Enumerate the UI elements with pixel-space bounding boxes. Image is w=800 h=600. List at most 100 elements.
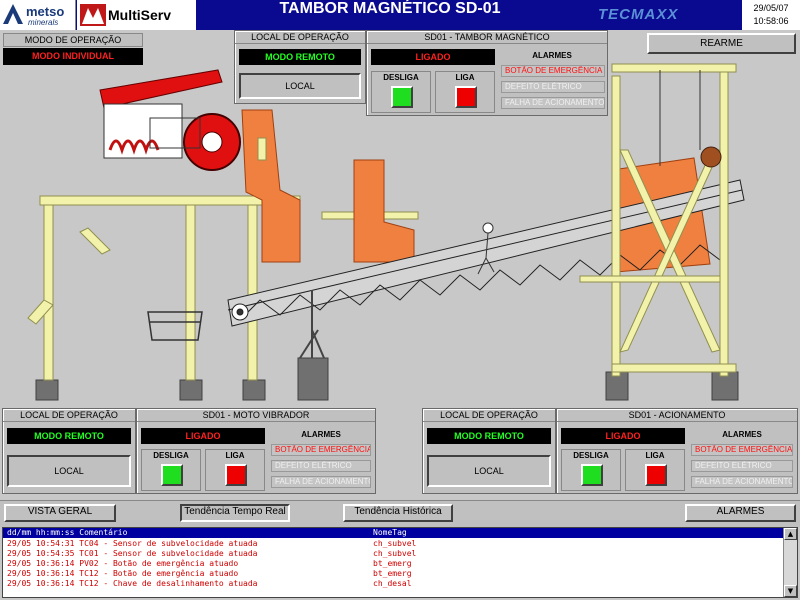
top-tambor-off-button[interactable] xyxy=(391,86,413,108)
process-diagram xyxy=(27,63,745,401)
moto-off-button[interactable] xyxy=(161,464,183,486)
acion-status: LIGADO xyxy=(561,428,685,444)
log-row-comment: 29/05 10:54:31 TC04 - Sensor de subveloc… xyxy=(7,539,258,548)
moto-off-box: DESLIGA xyxy=(141,449,201,491)
log-row-tag: ch_subvel xyxy=(373,549,417,558)
log-row-tag: bt_emerg xyxy=(373,559,412,568)
time-text: 10:58:06 xyxy=(753,16,789,26)
datetime-display: 29/05/07 10:58:06 xyxy=(742,0,800,30)
top-tambor-on-button[interactable] xyxy=(455,86,477,108)
left-local-operation-panel: LOCAL DE OPERAÇÃO MODO REMOTO LOCAL xyxy=(2,408,136,494)
acionamento-panel: SD01 - ACIONAMENTO LIGADO DESLIGA LIGA A… xyxy=(556,408,798,494)
top-tambor-on-label: LIGA xyxy=(455,73,475,82)
log-scrollbar[interactable]: ▲ ▼ xyxy=(783,528,797,597)
moto-alarm-electrical: DEFEITO ELÉTRICO xyxy=(271,460,371,472)
top-local-title: LOCAL DE OPERAÇÃO xyxy=(235,31,365,44)
acion-off-label: DESLIGA xyxy=(573,451,609,460)
conveyor-legs xyxy=(299,290,325,359)
top-tambor-alarms-title: ALARMES xyxy=(532,51,572,60)
moto-off-label: DESLIGA xyxy=(153,451,189,460)
moto-on-box: LIGA xyxy=(205,449,265,491)
moto-alarm-emergency: BOTÃO DE EMERGÊNCIA xyxy=(271,444,371,456)
top-local-status: MODO REMOTO xyxy=(239,49,361,65)
log-header-comment: dd/mm hh:mm:ss Comentário xyxy=(7,528,128,537)
log-row[interactable]: 29/05 10:36:14 TC12 - Chave de desalinha… xyxy=(3,579,784,589)
top-tambor-off-box: DESLIGA xyxy=(371,71,431,113)
moto-alarms-title: ALARMES xyxy=(301,430,341,439)
top-tambor-alarm-drive: FALHA DE ACIONAMENTO xyxy=(501,97,605,109)
acion-on-box: LIGA xyxy=(625,449,685,491)
multiserv-brand-text: MultiServ xyxy=(108,7,172,23)
right-tower-structure xyxy=(579,63,737,377)
right-local-operation-panel: LOCAL DE OPERAÇÃO MODO REMOTO LOCAL xyxy=(422,408,556,494)
operator-figure xyxy=(477,222,495,275)
metso-logo-icon xyxy=(3,4,23,24)
log-row[interactable]: 29/05 10:54:35 TC01 - Sensor de subveloc… xyxy=(3,549,784,559)
log-row-comment: 29/05 10:36:14 TC12 - Chave de desalinha… xyxy=(7,579,258,588)
top-local-operation-panel: LOCAL DE OPERAÇÃO MODO REMOTO LOCAL xyxy=(234,30,366,104)
multiserv-logo-icon xyxy=(80,4,106,26)
tendencia-tempo-real-button[interactable]: Tendência Tempo Real xyxy=(180,504,290,522)
log-row-comment: 29/05 10:36:14 TC12 - Botão de emergênci… xyxy=(7,569,239,578)
metso-brand-text: metso xyxy=(26,4,65,19)
moto-on-label: LIGA xyxy=(225,451,245,460)
top-tambor-title: SD01 - TAMBOR MAGNÉTICO xyxy=(367,31,607,44)
log-row-tag: bt_emerg xyxy=(373,569,412,578)
moto-status: LIGADO xyxy=(141,428,265,444)
left-local-status: MODO REMOTO xyxy=(7,428,131,444)
log-row-tag: ch_subvel xyxy=(373,539,417,548)
alarmes-button[interactable]: ALARMES xyxy=(685,504,796,522)
log-row[interactable]: 29/05 10:36:14 PV02 - Botão de emergênci… xyxy=(3,559,784,569)
log-row-comment: 29/05 10:54:35 TC01 - Sensor de subveloc… xyxy=(7,549,258,558)
acion-alarm-electrical: DEFEITO ELÉTRICO xyxy=(691,460,793,472)
alarm-log-header: dd/mm hh:mm:ss Comentário NomeTag xyxy=(3,528,784,538)
log-header-tag: NomeTag xyxy=(373,528,407,537)
top-tambor-panel: SD01 - TAMBOR MAGNÉTICO LIGADO DESLIGA L… xyxy=(366,30,608,116)
top-tambor-off-label: DESLIGA xyxy=(383,73,419,82)
bucket-hopper xyxy=(147,311,203,341)
top-tambor-status: LIGADO xyxy=(371,49,495,65)
acion-alarm-drive: FALHA DE ACIONAMENTO xyxy=(691,476,793,488)
operation-mode-value: MODO INDIVIDUAL xyxy=(3,48,143,65)
moto-on-button[interactable] xyxy=(225,464,247,486)
vista-geral-button[interactable]: VISTA GERAL xyxy=(4,504,116,522)
multiserv-logo: MultiServ xyxy=(77,0,196,30)
right-local-title: LOCAL DE OPERAÇÃO xyxy=(423,409,555,422)
vibrating-feeder xyxy=(99,69,241,171)
top-tambor-alarm-emergency: BOTÃO DE EMERGÊNCIA xyxy=(501,65,605,77)
top-local-button[interactable]: LOCAL xyxy=(239,73,361,99)
metso-brand-subtext: minerals xyxy=(28,18,59,27)
acion-off-button[interactable] xyxy=(581,464,603,486)
operation-mode-panel: MODO DE OPERAÇÃO MODO INDIVIDUAL xyxy=(3,33,143,69)
scroll-up-icon[interactable]: ▲ xyxy=(784,528,797,540)
log-row[interactable]: 29/05 10:36:14 TC12 - Botão de emergênci… xyxy=(3,569,784,579)
rearme-button[interactable]: REARME xyxy=(647,33,796,54)
left-local-title: LOCAL DE OPERAÇÃO xyxy=(3,409,135,422)
top-tambor-alarm-electrical: DEFEITO ELÉTRICO xyxy=(501,81,605,93)
scroll-down-icon[interactable]: ▼ xyxy=(784,585,797,597)
acion-alarm-emergency: BOTÃO DE EMERGÊNCIA xyxy=(691,444,793,456)
right-local-status: MODO REMOTO xyxy=(427,428,551,444)
right-local-button[interactable]: LOCAL xyxy=(427,455,551,487)
metso-logo: metso minerals xyxy=(0,0,76,30)
tendencia-historica-button[interactable]: Tendência Histórica xyxy=(343,504,453,522)
log-row[interactable]: 29/05 10:54:31 TC04 - Sensor de subveloc… xyxy=(3,539,784,549)
top-tambor-on-box: LIGA xyxy=(435,71,495,113)
acion-alarms-title: ALARMES xyxy=(722,430,762,439)
page-title: TAMBOR MAGNÉTICO SD-01 xyxy=(279,0,501,17)
moto-title: SD01 - MOTO VIBRADOR xyxy=(137,409,375,422)
acion-on-button[interactable] xyxy=(645,464,667,486)
header-bar: metso minerals MultiServ TAMBOR MAGNÉTIC… xyxy=(0,0,800,30)
moto-alarm-drive: FALHA DE ACIONAMENTO xyxy=(271,476,371,488)
tecmaxx-logo: TECMAXX xyxy=(598,6,679,23)
bracket-post xyxy=(257,137,267,161)
log-row-tag: ch_desal xyxy=(373,579,412,588)
date-text: 29/05/07 xyxy=(753,3,789,13)
acion-title: SD01 - ACIONAMENTO xyxy=(557,409,797,422)
acion-off-box: DESLIGA xyxy=(561,449,621,491)
acion-on-label: LIGA xyxy=(645,451,665,460)
head-pulley xyxy=(659,70,722,168)
moto-vibrador-panel: SD01 - MOTO VIBRADOR LIGADO DESLIGA LIGA… xyxy=(136,408,376,494)
left-local-button[interactable]: LOCAL xyxy=(7,455,131,487)
alarm-log[interactable]: dd/mm hh:mm:ss Comentário NomeTag 29/05 … xyxy=(2,527,798,598)
